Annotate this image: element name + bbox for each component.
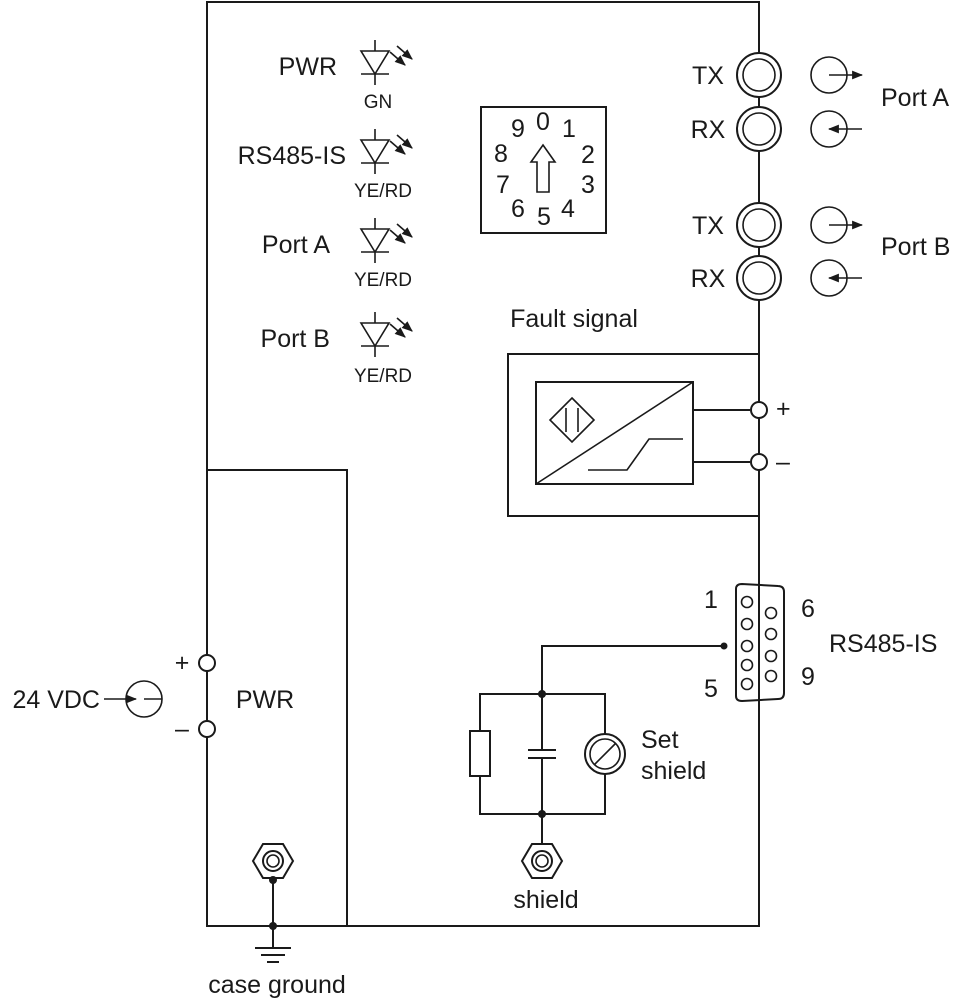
led-port-a-color: YE/RD (354, 270, 412, 291)
rotary-digit-0: 0 (536, 108, 550, 136)
led-rs485-icon (361, 129, 412, 174)
shield-circuit: Set shield shield (469, 642, 728, 914)
port-b-transmit-icon (810, 206, 864, 244)
rotary-digit-1: 1 (562, 115, 576, 143)
rotary-switch-arrow-icon (529, 143, 557, 193)
db9-pin-5-label: 5 (704, 675, 718, 703)
relay-contact-icon (548, 396, 596, 444)
rotary-digit-6: 6 (511, 195, 525, 223)
db9-pin-9-label: 9 (801, 663, 815, 691)
rotary-digit-3: 3 (581, 171, 595, 199)
rotary-digit-2: 2 (581, 141, 595, 169)
power-minus-label: – (175, 715, 189, 743)
power-module-outline (207, 469, 348, 926)
port-a-tx-connector[interactable] (736, 52, 782, 98)
port-a-transmit-icon (810, 56, 864, 94)
led-rs485: RS485-IS YE/RD (238, 129, 412, 202)
power-minus-terminal[interactable] (198, 720, 216, 738)
port-b-tx-label: TX (692, 212, 724, 240)
shield-capacitor (528, 694, 556, 814)
dc-source-icon (104, 680, 163, 718)
shield-terminal-icon[interactable] (521, 843, 563, 879)
rotary-switch-frame (480, 106, 607, 234)
rotary-digit-5: 5 (537, 203, 551, 231)
led-port-b-color: YE/RD (354, 366, 412, 387)
fault-minus-label: – (776, 448, 790, 476)
db9-shell (735, 582, 785, 703)
ground-terminal-icon[interactable] (252, 843, 294, 879)
fault-signal-title: Fault signal (510, 305, 638, 333)
fiber-port-a: TX RX Port A (691, 52, 949, 152)
db9-pins (740, 595, 778, 691)
power-supply-label: 24 VDC (12, 686, 100, 714)
case-ground: case ground (208, 843, 346, 999)
rotary-address-switch[interactable]: 0 1 2 3 4 5 6 7 8 9 (480, 106, 607, 234)
led-port-a-icon (361, 218, 412, 263)
set-shield-label-line2: shield (641, 757, 706, 785)
device-enclosure (206, 1, 760, 927)
shield-terminal-label: shield (513, 886, 578, 914)
led-port-a-label: Port A (262, 231, 330, 259)
fiber-port-b: TX RX Port B (691, 202, 950, 301)
set-shield-switch-icon[interactable] (584, 733, 626, 775)
port-a-name: Port A (881, 84, 949, 112)
led-pwr-icon (361, 40, 412, 85)
shield-resistor (469, 730, 491, 777)
optocoupler-symbol (535, 381, 694, 485)
ground-icon (255, 947, 291, 963)
rotary-digit-8: 8 (494, 140, 508, 168)
led-port-a: Port A YE/RD (262, 218, 412, 291)
led-pwr-color: GN (364, 92, 393, 113)
power-module-label: PWR (236, 686, 294, 714)
db9-pin-6-label: 6 (801, 595, 815, 623)
fault-plus-label: + (776, 395, 791, 423)
rotary-digit-9: 9 (511, 115, 525, 143)
led-port-b-label: Port B (261, 325, 330, 353)
switching-curve-icon (588, 438, 683, 471)
port-b-receive-icon (810, 259, 862, 297)
fault-minus-terminal[interactable] (750, 453, 768, 471)
port-a-rx-connector[interactable] (736, 106, 782, 152)
led-port-b-icon (361, 312, 412, 357)
power-supply: 24 VDC + – PWR (12, 649, 294, 743)
power-plus-label: + (175, 649, 190, 677)
port-b-rx-label: RX (691, 265, 726, 293)
port-a-tx-label: TX (692, 62, 724, 90)
set-shield-label-line1: Set (641, 726, 679, 754)
port-b-name: Port B (881, 233, 950, 261)
led-rs485-color: YE/RD (354, 181, 412, 202)
fault-signal-relay: Fault signal + – (507, 305, 791, 517)
db9-pin-1-label: 1 (704, 586, 718, 614)
port-a-rx-label: RX (691, 116, 726, 144)
led-pwr: PWR GN (279, 40, 412, 113)
case-ground-label: case ground (208, 971, 346, 999)
rs485-connector-label: RS485-IS (829, 630, 937, 658)
led-pwr-label: PWR (279, 53, 337, 81)
port-b-rx-connector[interactable] (736, 255, 782, 301)
led-port-b: Port B YE/RD (261, 312, 413, 387)
rotary-digit-7: 7 (496, 171, 510, 199)
fault-plus-terminal[interactable] (750, 401, 768, 419)
rotary-digit-4: 4 (561, 195, 575, 223)
fault-signal-frame (507, 353, 760, 517)
led-rs485-label: RS485-IS (238, 142, 346, 170)
rs485-db9-connector[interactable]: 1 5 6 9 RS485-IS (704, 582, 937, 703)
power-plus-terminal[interactable] (198, 654, 216, 672)
port-b-tx-connector[interactable] (736, 202, 782, 248)
port-a-receive-icon (810, 110, 862, 148)
